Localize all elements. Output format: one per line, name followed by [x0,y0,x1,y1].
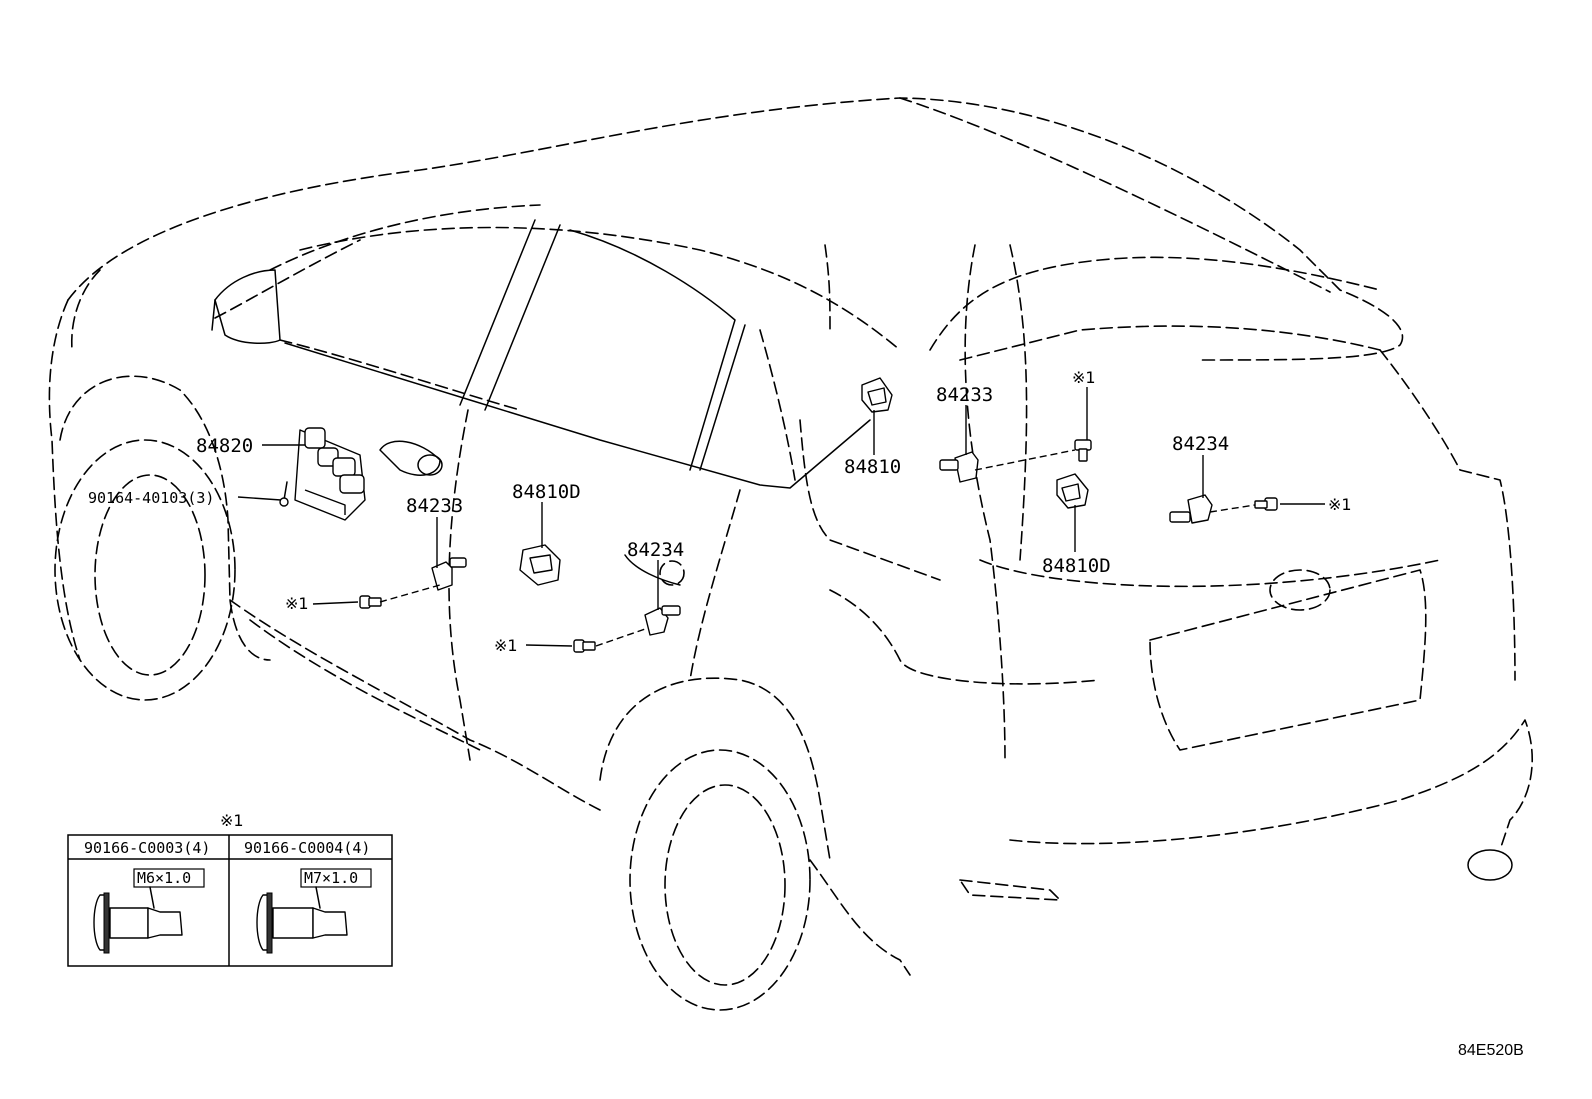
switch-84810 [861,377,893,413]
courtesy-switch-84234-door [644,605,681,636]
label-84234-door: 84234 [627,539,684,561]
note-mark-gate-84234: ※1 [1328,495,1352,514]
courtesy-switch-84234-gate [1169,494,1213,524]
vehicle-outline [48,97,1533,1011]
door-switch-84810D-gate [1056,473,1089,509]
label-84820: 84820 [196,435,253,457]
note-mark-door-84234: ※1 [494,636,518,655]
bolt-m6-icon [93,886,183,954]
fastener-table: ※1 90166-C0003(4) 90166-C0004(4) M6×1.0 … [67,811,393,967]
fastener-size-1: M6×1.0 [137,869,191,887]
reference-code: 84E520B [1458,1042,1524,1059]
fastener-part-no-1: 90166-C0003(4) [84,839,210,857]
courtesy-switch-84233-gate [939,451,979,483]
screw-90164 [279,481,289,507]
fastener-table-title: ※1 [220,811,244,830]
label-84810D-gate: 84810D [1042,555,1111,577]
note-mark-gate-84233: ※1 [1072,368,1096,387]
label-90164: 90164-40103(3) [88,489,214,507]
bolt-gate-84234 [1254,497,1278,511]
label-84810: 84810 [844,456,901,478]
bolt-gate-84233 [1074,439,1092,462]
leader-lines [237,387,1325,647]
label-84234-gate: 84234 [1172,433,1229,455]
label-84233-door: 84233 [406,495,463,517]
bolt-m7-icon [256,886,348,954]
fastener-part-no-2: 90166-C0004(4) [244,839,370,857]
bolt-door-84234 [573,639,596,653]
callout-labels: 84820 90164-40103(3) 84233 84810D 84234 … [88,368,1352,655]
label-84810D-door: 84810D [512,481,581,503]
power-window-switch-84820 [294,427,366,521]
bolt-door-84233 [359,595,382,609]
fastener-size-2: M7×1.0 [304,869,358,887]
label-84233-gate: 84233 [936,384,993,406]
note-mark-door-84233: ※1 [285,594,309,613]
door-switch-84810D-door [519,544,561,586]
